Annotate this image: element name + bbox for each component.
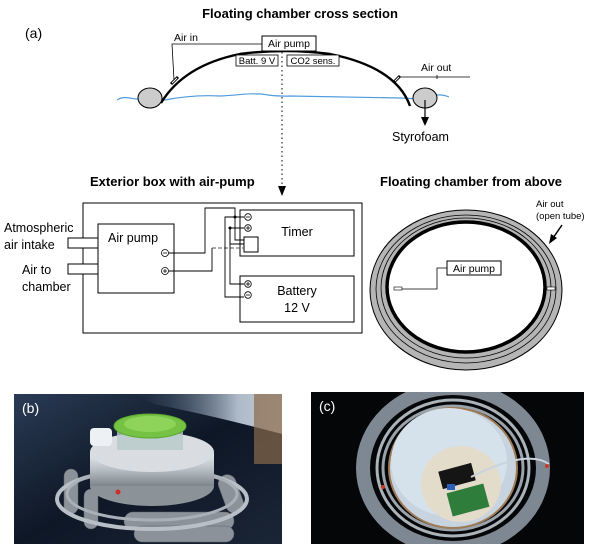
wire-junction	[228, 226, 232, 230]
wiring	[169, 207, 244, 298]
above-air-pump-label: Air pump	[453, 263, 495, 275]
styrofoam-label: Styrofoam	[392, 130, 449, 144]
air-in-label: Air in	[174, 32, 198, 44]
wire-junction	[233, 215, 237, 219]
co2-label: CO2 sens.	[291, 56, 336, 67]
air-to-label-1: Air to	[22, 263, 51, 277]
exterior-box-title: Exterior box with air-pump	[90, 174, 255, 189]
atmospheric-label-2: air intake	[4, 238, 55, 252]
right-port	[546, 286, 556, 291]
exterior-air-pump-label: Air pump	[108, 231, 158, 245]
photo-c: (c)	[311, 392, 584, 544]
battery-label-2: 12 V	[284, 301, 310, 315]
air-in-valve-inner	[171, 77, 178, 84]
air-out-open-arrow	[552, 224, 563, 239]
battery-box	[239, 275, 355, 323]
left-port	[393, 286, 403, 291]
timer-label: Timer	[281, 225, 312, 239]
atmospheric-label-1: Atmospheric	[4, 221, 73, 235]
air-in-tube	[171, 43, 262, 81]
photo-b-label: (b)	[22, 400, 40, 416]
air-to-label-2: chamber	[22, 280, 71, 294]
cross-section-title: Floating chamber cross section	[202, 6, 398, 21]
air-out-open-label-2: (open tube)	[536, 211, 585, 222]
timer-relay	[243, 236, 259, 253]
styrofoam-arrow-head-icon	[421, 117, 429, 126]
co2-box	[286, 54, 340, 67]
panel-a-diagram: (a) Floating chamber cross section Air i…	[4, 6, 585, 371]
styrofoam-float-left	[137, 87, 163, 109]
chamber-wall	[385, 220, 547, 354]
above-pump-wire	[402, 267, 447, 290]
photo-b-illustration	[14, 394, 282, 544]
air-out-open-label-1: Air out	[536, 199, 564, 210]
timer-box	[239, 209, 355, 257]
air-pump-box	[261, 35, 317, 52]
batt-label: Batt. 9 V	[239, 56, 276, 67]
air-out-open-arrow-head-icon	[549, 234, 557, 244]
batt-box	[235, 54, 279, 67]
photo-b: (b)	[14, 394, 282, 544]
above-air-pump-box	[446, 260, 502, 276]
photo-c-label: (c)	[319, 398, 336, 414]
air-out-label: Air out	[421, 62, 451, 74]
from-above-title: Floating chamber from above	[380, 174, 562, 189]
air-out-valve-inner	[394, 76, 400, 82]
battery-label-1: Battery	[277, 284, 317, 298]
ring-line-1	[375, 214, 557, 364]
connector-arrow-icon	[278, 186, 286, 196]
air-pump-label: Air pump	[268, 38, 310, 50]
air-to-chamber-tube	[67, 263, 99, 275]
exterior-air-pump-box	[97, 223, 175, 294]
photo-c-illustration	[311, 392, 584, 544]
atmospheric-intake-tube	[67, 237, 99, 249]
panel-a-label: (a)	[25, 25, 42, 41]
